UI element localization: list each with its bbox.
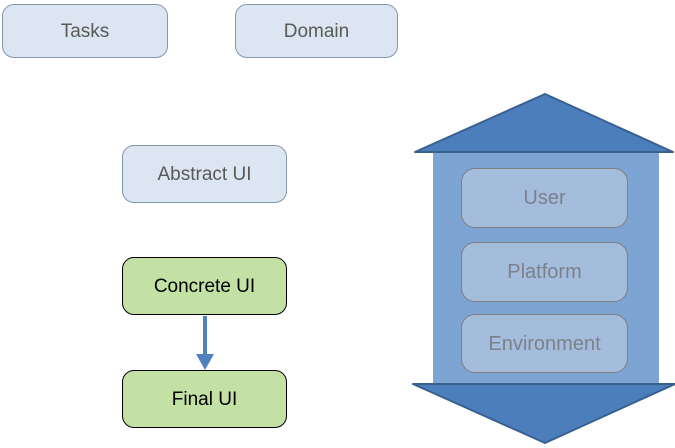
environment-box-label: Environment xyxy=(488,332,601,355)
concrete-ui-box: Concrete UI xyxy=(122,257,287,315)
platform-box-label: Platform xyxy=(507,261,582,283)
concrete-ui-box-label: Concrete UI xyxy=(153,275,256,297)
tasks-box-label: Tasks xyxy=(60,20,110,42)
final-ui-box: Final UI xyxy=(122,370,287,428)
context-arrow-up-head xyxy=(414,93,674,153)
user-box: User xyxy=(461,168,628,228)
context-arrow-down-head xyxy=(412,383,675,444)
abstract-ui-box: Abstract UI xyxy=(122,145,287,203)
platform-box: Platform xyxy=(461,242,628,302)
abstract-ui-box-label: Abstract UI xyxy=(157,163,252,185)
domain-box: Domain xyxy=(235,4,398,58)
domain-box-label: Domain xyxy=(283,20,350,42)
user-box-label: User xyxy=(523,187,566,209)
tasks-box: Tasks xyxy=(2,4,168,58)
final-ui-box-label: Final UI xyxy=(171,388,238,410)
environment-box: Environment xyxy=(461,314,628,373)
connector-arrowhead-icon xyxy=(196,354,214,370)
